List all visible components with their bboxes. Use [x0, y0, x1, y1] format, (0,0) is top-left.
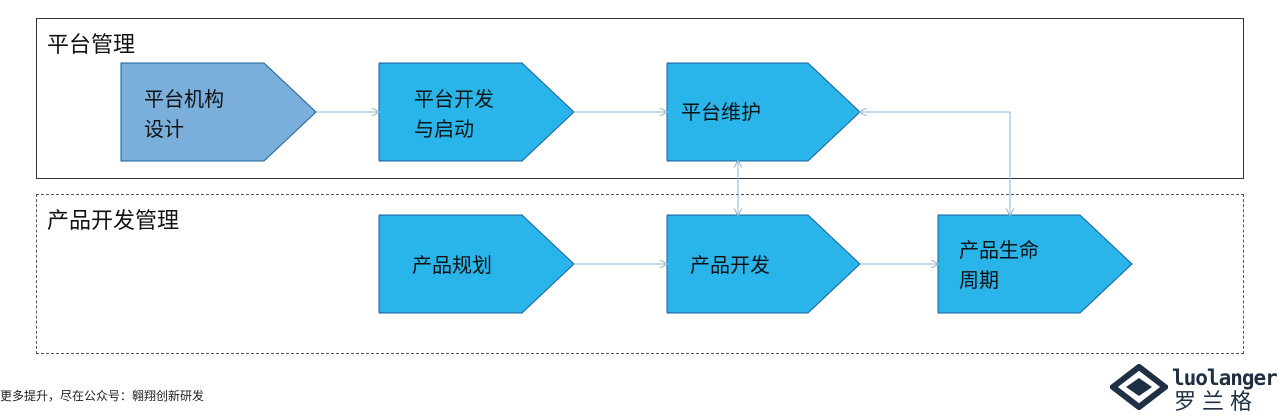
node-platform-maint-shape — [666, 62, 861, 162]
platform-management-group: 平台管理 — [36, 18, 1244, 179]
platform-group-title: 平台管理 — [47, 33, 136, 58]
node-platform-arch-shape — [120, 62, 317, 162]
node-product-plan-shape — [378, 214, 575, 314]
logo-text-cn: 罗兰格 — [1174, 390, 1259, 415]
node-platform-dev-shape — [378, 62, 575, 162]
node-platform-maint-label: 平台维护 — [681, 100, 761, 124]
product-dev-management-group: 产品开发管理 — [36, 194, 1244, 354]
node-product-life-shape — [937, 214, 1133, 314]
node-product-plan-label: 产品规划 — [412, 253, 492, 277]
node-platform-dev-label: 平台开发 与启动 — [414, 87, 494, 141]
edge-life-maint-loop — [860, 112, 1010, 215]
logo-diamond-icon — [1110, 364, 1168, 410]
luolanger-logo: luolanger 罗兰格 — [1110, 364, 1278, 415]
node-product-life-label: 产品生命 周期 — [959, 238, 1039, 292]
logo-text-en: luolanger — [1172, 366, 1278, 390]
product-group-title: 产品开发管理 — [47, 209, 180, 234]
node-product-dev-shape — [666, 214, 861, 314]
node-platform-arch-label: 平台机构 设计 — [144, 87, 224, 141]
footer-note: 更多提升，尽在公众号：翱翔创新研发 — [0, 389, 205, 403]
node-product-dev-label: 产品开发 — [690, 253, 770, 277]
